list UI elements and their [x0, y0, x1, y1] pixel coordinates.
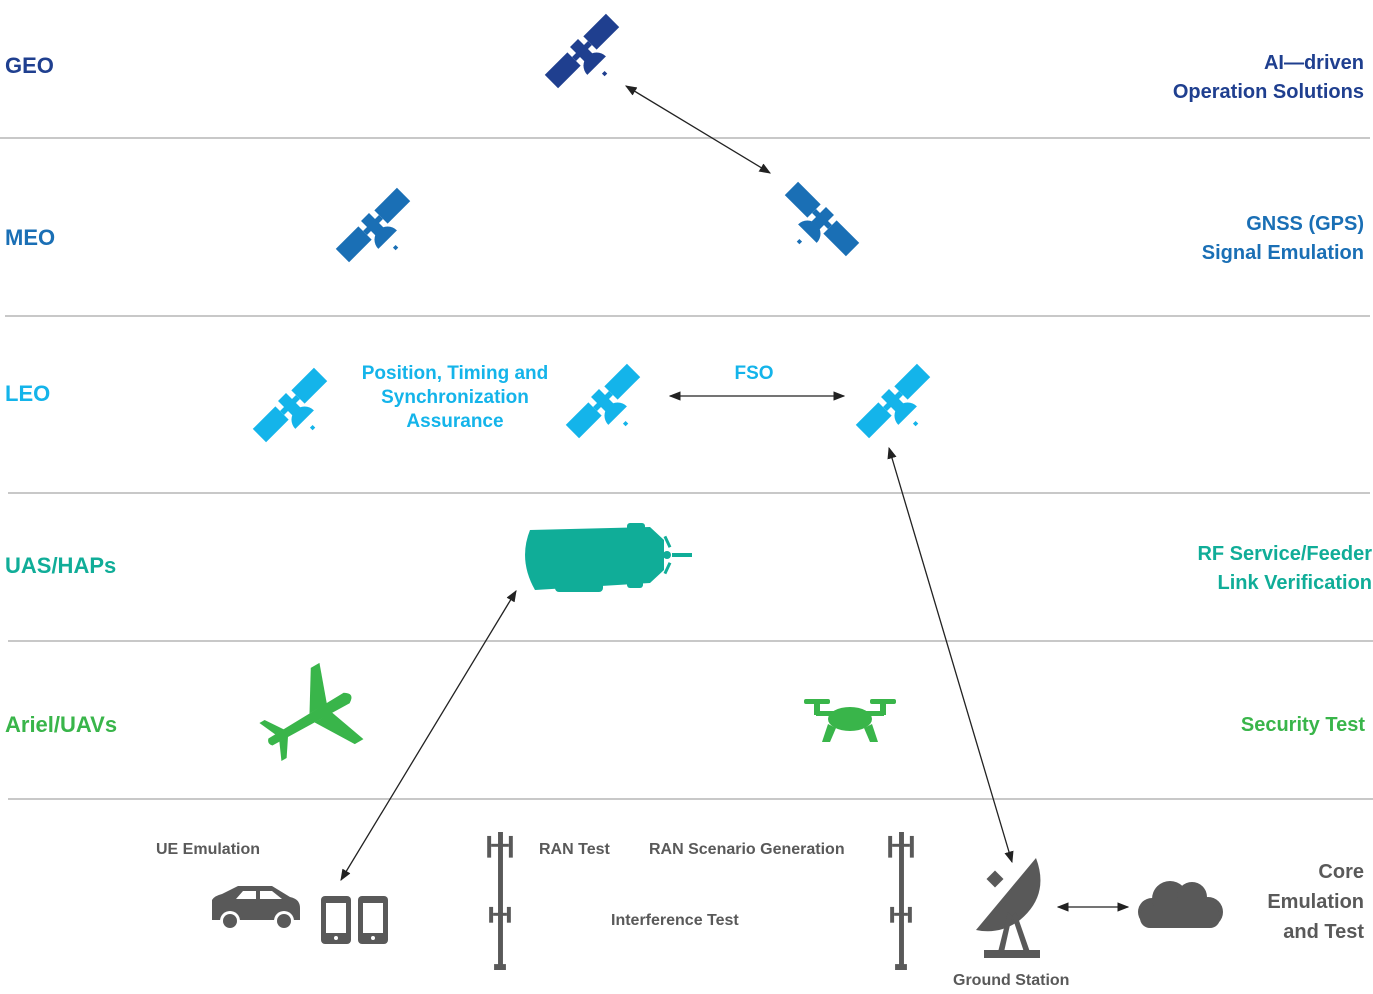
satellite-icon — [334, 186, 423, 272]
side-label-ground-line2: Emulation — [1267, 891, 1364, 913]
cell-tower-icon — [487, 832, 513, 970]
divider-meo-leo — [5, 315, 1370, 317]
arrow-geo-meo — [624, 85, 772, 174]
satellite-icon — [564, 362, 653, 448]
arrow-leo-groundstation — [887, 446, 1014, 864]
satellite-icon — [854, 362, 943, 448]
side-label-uav-line1: Security Test — [1240, 714, 1365, 736]
ground-station-label: Ground Station — [953, 972, 1070, 989]
phone-icon — [321, 896, 351, 944]
satellite-icon — [251, 366, 340, 452]
pnt-label-line3: Assurance — [406, 411, 504, 432]
layer-label-leo: LEO — [5, 381, 51, 406]
satellite-icon — [543, 12, 632, 98]
pnt-label-line1: Position, Timing and — [361, 363, 549, 384]
pnt-label: Position, Timing and Synchronization Ass… — [345, 362, 565, 434]
side-label-uas-line1: RF Service/Feeder — [1197, 543, 1372, 565]
blimp-icon — [525, 523, 692, 592]
car-icon — [212, 886, 300, 931]
ran-scenario-label: RAN Scenario Generation — [649, 841, 845, 858]
side-label-uav: Security Test — [1241, 711, 1365, 740]
pnt-label-line2: Synchronization — [381, 387, 529, 408]
interference-test-label: Interference Test — [611, 912, 739, 929]
layer-label-uas: UAS/HAPs — [5, 553, 117, 578]
side-label-meo-line1: GNSS (GPS) — [1246, 213, 1364, 235]
side-label-ground-line3: and Test — [1283, 921, 1364, 943]
side-label-meo: GNSS (GPS) Signal Emulation — [1202, 210, 1364, 268]
drone-icon — [804, 699, 896, 742]
layer-label-uav: Ariel/UAVs — [5, 712, 118, 737]
arrow-blimp-ue — [340, 589, 517, 882]
cell-tower-icon — [888, 832, 914, 970]
layer-label-meo: MEO — [5, 225, 56, 250]
side-label-geo: AI—driven Operation Solutions — [1173, 49, 1364, 107]
ue-emulation-label: UE Emulation — [156, 841, 261, 858]
side-label-ground-line1: Core — [1318, 861, 1364, 883]
airplane-icon — [259, 662, 364, 762]
side-label-uas-line2: Link Verification — [1217, 572, 1372, 594]
satellite-icon — [772, 180, 861, 266]
side-label-meo-line2: Signal Emulation — [1201, 242, 1364, 264]
phone-icon — [358, 896, 388, 944]
side-label-geo-line2: Operation Solutions — [1172, 81, 1364, 103]
cloud-icon — [1138, 881, 1223, 928]
satellite-dish-icon — [976, 858, 1041, 958]
divider-uav-ground — [8, 798, 1373, 800]
divider-leo-uas — [8, 492, 1370, 494]
fso-label: FSO — [734, 363, 774, 384]
side-label-ground: Core Emulation and Test — [1267, 857, 1364, 947]
side-label-geo-line1: AI—driven — [1263, 52, 1364, 74]
side-label-uas: RF Service/Feeder Link Verification — [1197, 540, 1372, 598]
divider-uas-uav — [8, 640, 1373, 642]
ran-test-label: RAN Test — [539, 841, 610, 858]
layer-label-geo: GEO — [5, 53, 54, 78]
